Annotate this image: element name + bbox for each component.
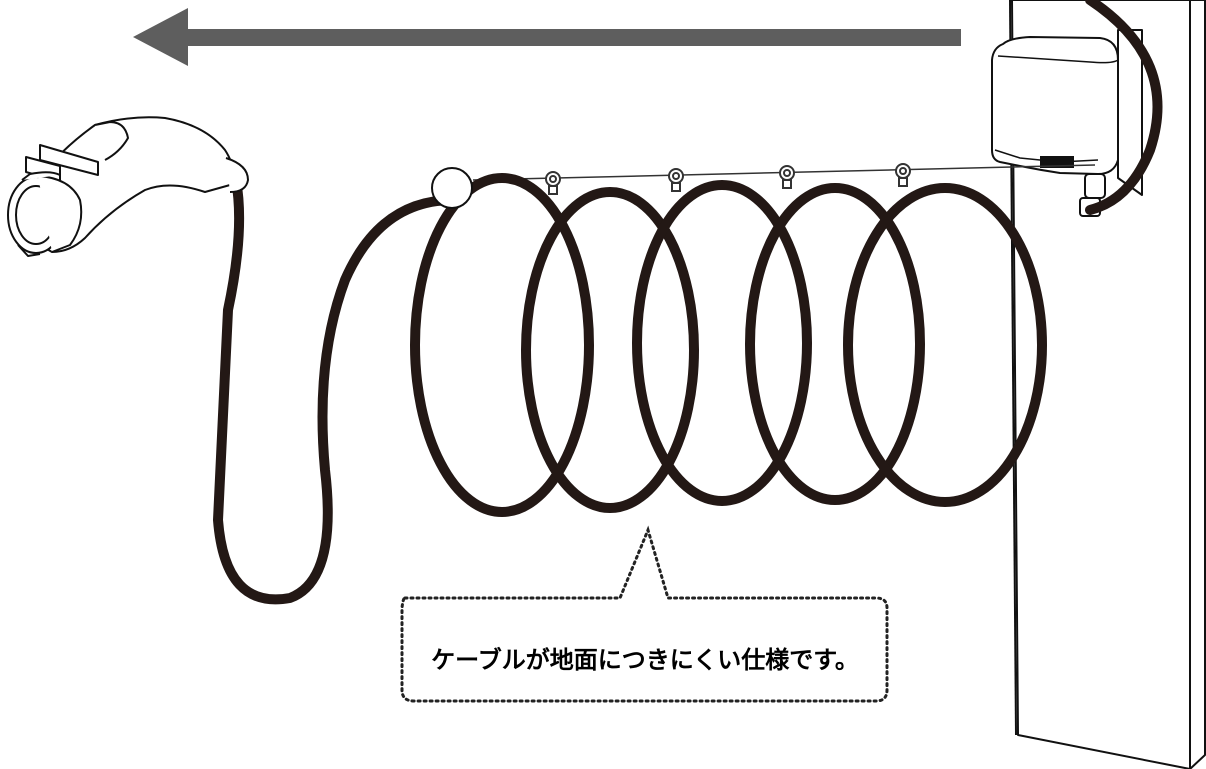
coiled-cable-icon — [410, 173, 1047, 517]
wall-post-icon — [1009, 0, 1206, 769]
ev-charging-connector-icon — [7, 116, 249, 257]
callout-caption: ケーブルが地面につきにくい仕様です。 — [431, 645, 859, 674]
ring-clip-icon — [545, 163, 911, 195]
connector-cable — [213, 175, 458, 605]
wire-ball — [431, 167, 473, 209]
charger-unit-icon — [991, 29, 1143, 217]
charger-upper-cable — [1085, 0, 1163, 215]
left-arrow-icon — [133, 8, 961, 66]
callout-box — [400, 525, 889, 703]
